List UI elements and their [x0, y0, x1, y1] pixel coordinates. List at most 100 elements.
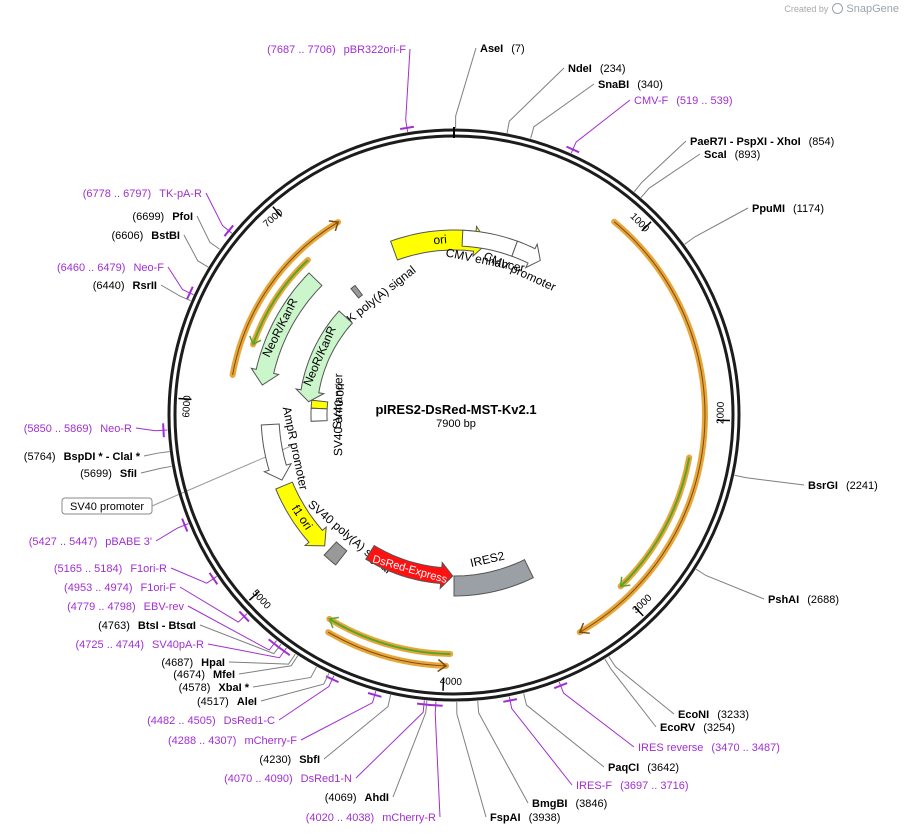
site-label-f1f[interactable]: (4953 .. 4974)F1ori-F	[64, 582, 176, 594]
site-leader-line	[455, 47, 477, 129]
site-label-psha[interactable]: PshAI(2688)	[768, 594, 839, 606]
site-name: RsrII	[133, 280, 157, 292]
site-label-bstb[interactable]: (6606)BstBI	[111, 230, 180, 242]
site-position: (4288 .. 4307)	[168, 735, 237, 747]
site-leader-line	[558, 681, 635, 748]
site-label-pbr[interactable]: (7687 .. 7706)pBR322ori-F	[267, 44, 406, 56]
site-name: PshAI	[768, 594, 799, 606]
site-label-ebv[interactable]: (4779 .. 4798)EBV-rev	[67, 601, 184, 613]
feature-f1-ori[interactable]	[275, 481, 327, 547]
site-label-dsred1n[interactable]: (4070 .. 4090)DsRed1-N	[224, 773, 352, 785]
site-label-ase[interactable]: AseI(7)	[480, 43, 525, 55]
site-position: (4517)	[197, 696, 229, 708]
scale-tick-label: 6000	[181, 395, 193, 418]
feature-sv40-enhancer[interactable]	[310, 407, 328, 422]
site-label-pfo[interactable]: (6699)PfoI	[132, 211, 193, 223]
site-label-cmvf[interactable]: CMV-F(519 .. 539)	[634, 95, 733, 107]
site-leader-line	[278, 675, 335, 721]
site-label-bts[interactable]: (4763)BtsI - BtsαI	[98, 620, 196, 632]
site-label-nde[interactable]: NdeI(234)	[568, 63, 626, 75]
site-label-bspd[interactable]: (5764)BspDI * - ClaI *	[24, 451, 141, 463]
feature-neor-kanr[interactable]	[250, 272, 323, 386]
site-label-rsr[interactable]: (6440) RsrII	[93, 280, 157, 292]
site-position: (4482 .. 4505)	[147, 715, 216, 727]
site-label-iresf[interactable]: IRES-F(3697 .. 3716)	[576, 780, 689, 792]
site-label-mchr[interactable]: (4020 .. 4038)mCherry-R	[306, 812, 436, 824]
site-label-paer[interactable]: PaeR7I - PspXI - XhoI(854)	[690, 136, 834, 148]
site-leader-line	[633, 140, 687, 193]
site-leader-line	[477, 700, 529, 804]
site-name: SfiI	[120, 468, 137, 480]
feature-cmv-promoter[interactable]	[511, 240, 541, 269]
site-label-bmgb[interactable]: BmgBI(3846)	[532, 798, 607, 810]
site-label-fspa[interactable]: FspAI(3938)	[490, 812, 560, 824]
site-position: (4069)	[325, 792, 357, 804]
feature-sv40-ori[interactable]	[310, 399, 329, 410]
site-label-neof[interactable]: (6460 .. 6479)Neo-F	[57, 262, 164, 274]
site-label-snab[interactable]: SnaBI(340)	[598, 79, 663, 91]
site-label-bsrg[interactable]: BsrGI(2241)	[808, 480, 878, 492]
orf-arc-core	[252, 259, 309, 345]
site-position: (3254)	[703, 722, 735, 734]
site-name: IRES reverse	[638, 742, 703, 754]
site-leader-line	[205, 192, 233, 234]
site-name: EcoRV	[660, 722, 696, 734]
site-leader-line	[207, 643, 287, 659]
site-position: (3470 .. 3487)	[711, 742, 780, 754]
site-name: BmgBI	[532, 798, 567, 810]
site-name: BsrGI	[808, 480, 838, 492]
site-position: (6440)	[93, 280, 125, 292]
site-label-sfi[interactable]: (5699)SfiI	[80, 468, 137, 480]
site-name: PpuMI	[752, 203, 785, 215]
site-leader-line	[228, 653, 296, 665]
site-name: SV40pA-R	[152, 639, 204, 651]
feature-dsred-express[interactable]	[365, 544, 454, 590]
site-label-tkpa[interactable]: (6778 .. 6797)TK-pA-R	[83, 188, 202, 200]
site-labels-layer: AseI(7) NdeI(234) SnaBI(340) CMV-F(519 .. 5…	[24, 43, 878, 824]
primer-mark	[325, 675, 339, 684]
site-label-f1r[interactable]: (5165 .. 5184)F1ori-R	[54, 563, 167, 575]
site-label-ppum[interactable]: PpuMI (1174)	[752, 203, 824, 215]
feature-sv40-poly-a-signal[interactable]	[323, 541, 348, 566]
site-label-sca[interactable]: ScaI(893)	[704, 149, 760, 161]
site-label-neor[interactable]: (5850 .. 5869)Neo-R	[24, 423, 132, 435]
site-label-ecorv[interactable]: EcoRV (3254)	[660, 722, 735, 734]
scale-tick-label: 2000	[715, 401, 726, 424]
feature-ires2[interactable]	[453, 559, 534, 597]
orf-arc-core	[619, 457, 691, 588]
feature-sv40-ori-label: SV40 ori	[330, 383, 347, 430]
site-label-ale[interactable]: (4517) AleI	[197, 696, 257, 708]
site-name: SbfI	[299, 754, 320, 766]
site-label-sv40pa[interactable]: (4725 .. 4744)SV40pA-R	[76, 639, 205, 651]
site-label-ahd[interactable]: (4069)AhdI	[325, 792, 389, 804]
primer-mark	[186, 286, 194, 300]
site-position: (1174)	[793, 203, 824, 215]
site-leader-line	[183, 234, 209, 268]
site-label-xba[interactable]: (4578)XbaI *	[179, 682, 250, 694]
site-name: IRES-F	[576, 780, 612, 792]
site-label-mfe[interactable]: (4674)MfeI	[173, 669, 235, 681]
site-leader-line	[456, 701, 487, 818]
site-label-mchf[interactable]: (4288 .. 4307)mCherry-F	[168, 735, 297, 747]
site-label-hpa[interactable]: (4687)HpaI	[161, 657, 225, 669]
site-position: (340)	[637, 79, 663, 91]
site-label-paqc[interactable]: PaqCI(3642)	[608, 762, 679, 774]
orf-arc[interactable]	[326, 615, 454, 657]
orf-arc[interactable]	[325, 629, 450, 669]
center-layer: pIRES2-DsRed-MST-Kv2.1 7900 bp	[375, 402, 536, 430]
site-label-pbabe[interactable]: (5427 .. 5447)pBABE 3'	[29, 536, 152, 548]
site-label-sbf[interactable]: (4230)SbfI	[259, 754, 320, 766]
site-label-econ[interactable]: EcoNI(3233)	[678, 709, 749, 721]
feature-hsv-tk-poly-a-signal[interactable]	[350, 284, 364, 299]
feature-ampr-promoter[interactable]	[260, 423, 293, 481]
site-name: MfeI	[213, 669, 235, 681]
site-position: (4578)	[179, 682, 211, 694]
site-label-iresrev[interactable]: IRES reverse (3470 .. 3487)	[638, 742, 780, 754]
feature-neor-kanr[interactable]	[294, 310, 354, 403]
site-label-dsred1c[interactable]: (4482 .. 4505)DsRed1-C	[147, 715, 275, 727]
site-name: AleI	[237, 696, 257, 708]
site-position: (7687 .. 7706)	[267, 44, 336, 56]
boxed-label-sv40-promoter[interactable]: SV40 promoter	[70, 501, 144, 513]
site-position: (5850 .. 5869)	[24, 423, 93, 435]
site-leader-line	[508, 696, 573, 786]
